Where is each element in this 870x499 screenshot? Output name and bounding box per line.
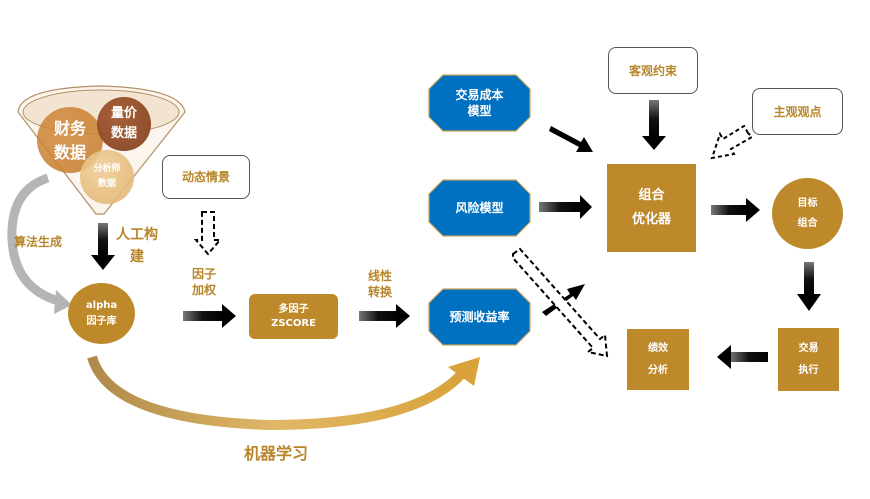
text: 执行 bbox=[798, 364, 819, 376]
text: 数据 bbox=[53, 143, 86, 162]
target-portfolio-node[interactable]: 目标 组合 bbox=[772, 178, 843, 249]
text: 组合 bbox=[797, 217, 818, 229]
portfolio-optimizer-node[interactable]: 组合 优化器 bbox=[607, 164, 696, 252]
trade-execution-node[interactable]: 交易 执行 bbox=[778, 328, 839, 391]
bubble-price-volume-data bbox=[97, 97, 151, 151]
text: 加权 bbox=[192, 283, 217, 297]
text: 模型 bbox=[467, 104, 492, 118]
text: 因子库 bbox=[86, 315, 117, 327]
algo-generate-arrow bbox=[7, 173, 72, 314]
factor-weight-label: 因子 加权 bbox=[192, 266, 216, 298]
machine-learning-label: 机器学习 bbox=[244, 444, 309, 463]
dynamic-scenario-dashed-arrow bbox=[193, 211, 223, 256]
arrow-return-to-performance-dashed bbox=[512, 247, 609, 358]
funnel bbox=[17, 85, 186, 215]
arrow-risk-to-optimizer bbox=[539, 195, 592, 219]
text: 数据 bbox=[110, 126, 137, 141]
manual-build-label: 人工构 建 bbox=[112, 224, 162, 268]
performance-analysis-node[interactable]: 绩效 分析 bbox=[627, 329, 689, 390]
predicted-return-node[interactable]: 预测收益率 bbox=[429, 289, 530, 345]
text: 分析师 bbox=[93, 164, 121, 174]
arrow-zscore-to-return bbox=[359, 304, 410, 328]
arrow-optimizer-to-target bbox=[711, 198, 760, 222]
trade-cost-model-node[interactable]: 交易成本 模型 bbox=[429, 75, 530, 131]
arrow-views-to-optimizer-dashed bbox=[710, 124, 754, 160]
text: 风险模型 bbox=[455, 201, 504, 215]
bubble-analyst-label: 分析师 数据 bbox=[82, 160, 132, 194]
bubble-financial-data-label: 财务 数据 bbox=[40, 113, 100, 169]
manual-build-arrow bbox=[91, 223, 115, 270]
objective-constraints-box[interactable]: 客观约束 bbox=[608, 47, 698, 94]
text: 客观约束 bbox=[628, 63, 677, 78]
machine-learning-arrow bbox=[87, 355, 480, 431]
text: 组合 bbox=[638, 188, 665, 203]
text: 分析 bbox=[648, 364, 668, 376]
text: 交易 bbox=[798, 342, 819, 354]
text: 数据 bbox=[97, 179, 116, 189]
text: 因子 bbox=[192, 267, 217, 281]
text: 建 bbox=[130, 249, 144, 265]
text: 线性 bbox=[368, 269, 393, 283]
bubble-price-volume-label: 量价 数据 bbox=[97, 102, 151, 146]
text: alpha bbox=[85, 299, 118, 311]
dynamic-scenario-box: 动态情景 bbox=[162, 155, 250, 199]
arrow-constraints-to-optimizer bbox=[642, 100, 666, 150]
text: 转换 bbox=[368, 285, 393, 299]
text: 主观观点 bbox=[773, 104, 822, 119]
bubble-financial-data bbox=[37, 107, 103, 173]
text: 预测收益率 bbox=[449, 310, 510, 324]
text: 多因子 bbox=[278, 303, 309, 315]
octagon-shapes bbox=[428, 74, 531, 346]
algo-generate-label: 算法生成 bbox=[14, 235, 63, 249]
arrow-target-to-execution bbox=[797, 262, 821, 311]
arrow-cost-to-optimizer bbox=[549, 126, 593, 152]
text: 交易成本 bbox=[455, 88, 504, 102]
text: ZSCORE bbox=[271, 317, 316, 329]
text: 财务 bbox=[53, 119, 86, 138]
text: 人工构 bbox=[116, 227, 158, 243]
linear-transform-label: 线性 转换 bbox=[368, 268, 392, 300]
arrow-execution-to-performance bbox=[717, 345, 768, 369]
text: 量价 bbox=[110, 106, 137, 121]
multi-factor-zscore-node[interactable]: 多因子 ZSCORE bbox=[249, 294, 338, 339]
text: 目标 bbox=[797, 197, 818, 209]
text: 绩效 bbox=[648, 342, 668, 354]
alpha-factor-library-node[interactable]: alpha 因子库 bbox=[68, 283, 135, 344]
bubble-analyst-data bbox=[80, 150, 134, 204]
subjective-views-box[interactable]: 主观观点 bbox=[752, 88, 843, 135]
dynamic-scenario-label: 动态情景 bbox=[181, 170, 230, 184]
text: 优化器 bbox=[631, 212, 671, 227]
arrow-alpha-to-zscore bbox=[183, 304, 236, 328]
risk-model-node[interactable]: 风险模型 bbox=[429, 180, 530, 236]
